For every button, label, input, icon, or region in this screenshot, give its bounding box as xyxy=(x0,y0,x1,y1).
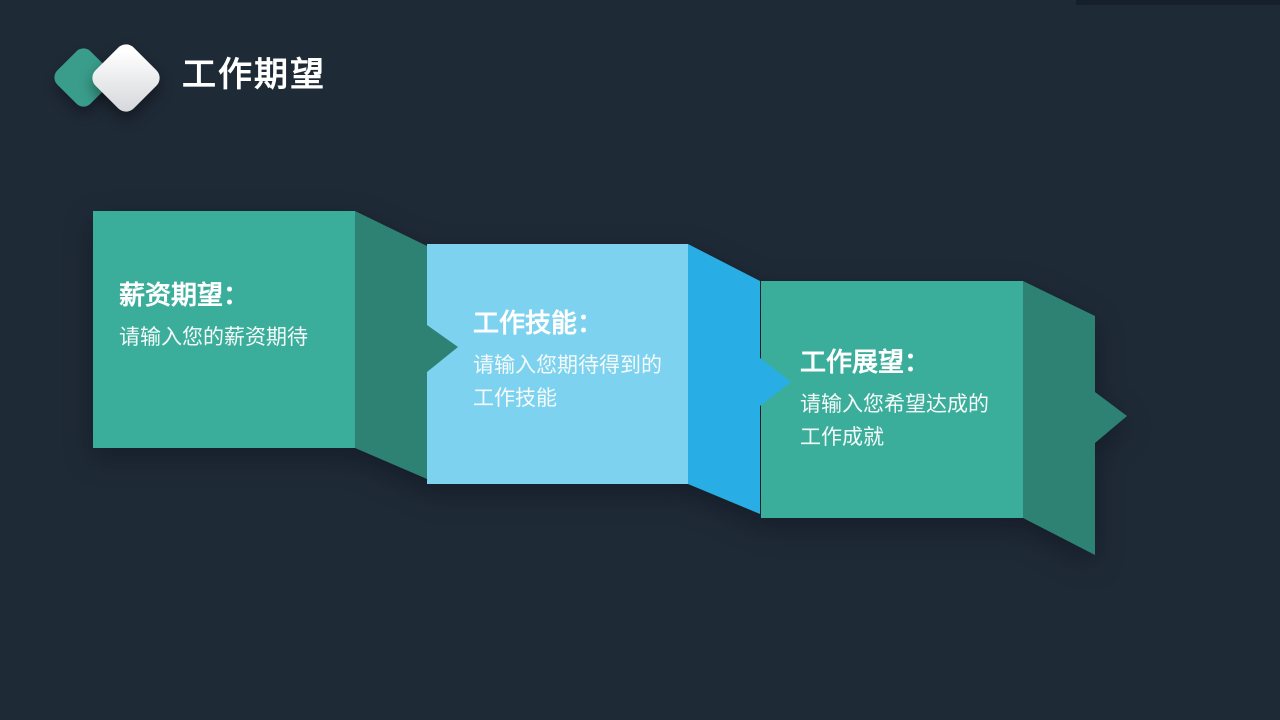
panel-2-body-line-1: 请输入您期待得到的 xyxy=(473,354,662,377)
panel-1-body-line-1: 请输入您的薪资期待 xyxy=(119,326,308,349)
slide-title: 工作期望 xyxy=(182,56,326,94)
panel-2-face xyxy=(427,244,688,484)
panel-3-fold-arrow xyxy=(1023,281,1127,555)
panel-2-body-placeholder[interactable]: 请输入您期待得到的 工作技能 xyxy=(473,349,662,415)
panel-1-body-placeholder[interactable]: 请输入您的薪资期待 xyxy=(119,321,308,354)
panel-2-heading: 工作技能： xyxy=(473,308,604,338)
panel-3-face xyxy=(761,281,1023,518)
panel-3-body-line-1: 请输入您希望达成的 xyxy=(800,393,989,416)
panel-1-fold-arrow xyxy=(355,211,458,479)
top-right-accent-strip xyxy=(1076,0,1280,5)
panel-1-face xyxy=(93,211,355,448)
panel-2-fold-arrow xyxy=(688,244,791,514)
panel-3-body-placeholder[interactable]: 请输入您希望达成的 工作成就 xyxy=(800,388,989,454)
panel-3-body-line-2: 工作成就 xyxy=(800,426,884,449)
panel-2-body-line-2: 工作技能 xyxy=(473,387,557,410)
panel-3-heading: 工作展望： xyxy=(800,347,931,377)
panel-1-heading: 薪资期望： xyxy=(119,280,250,310)
